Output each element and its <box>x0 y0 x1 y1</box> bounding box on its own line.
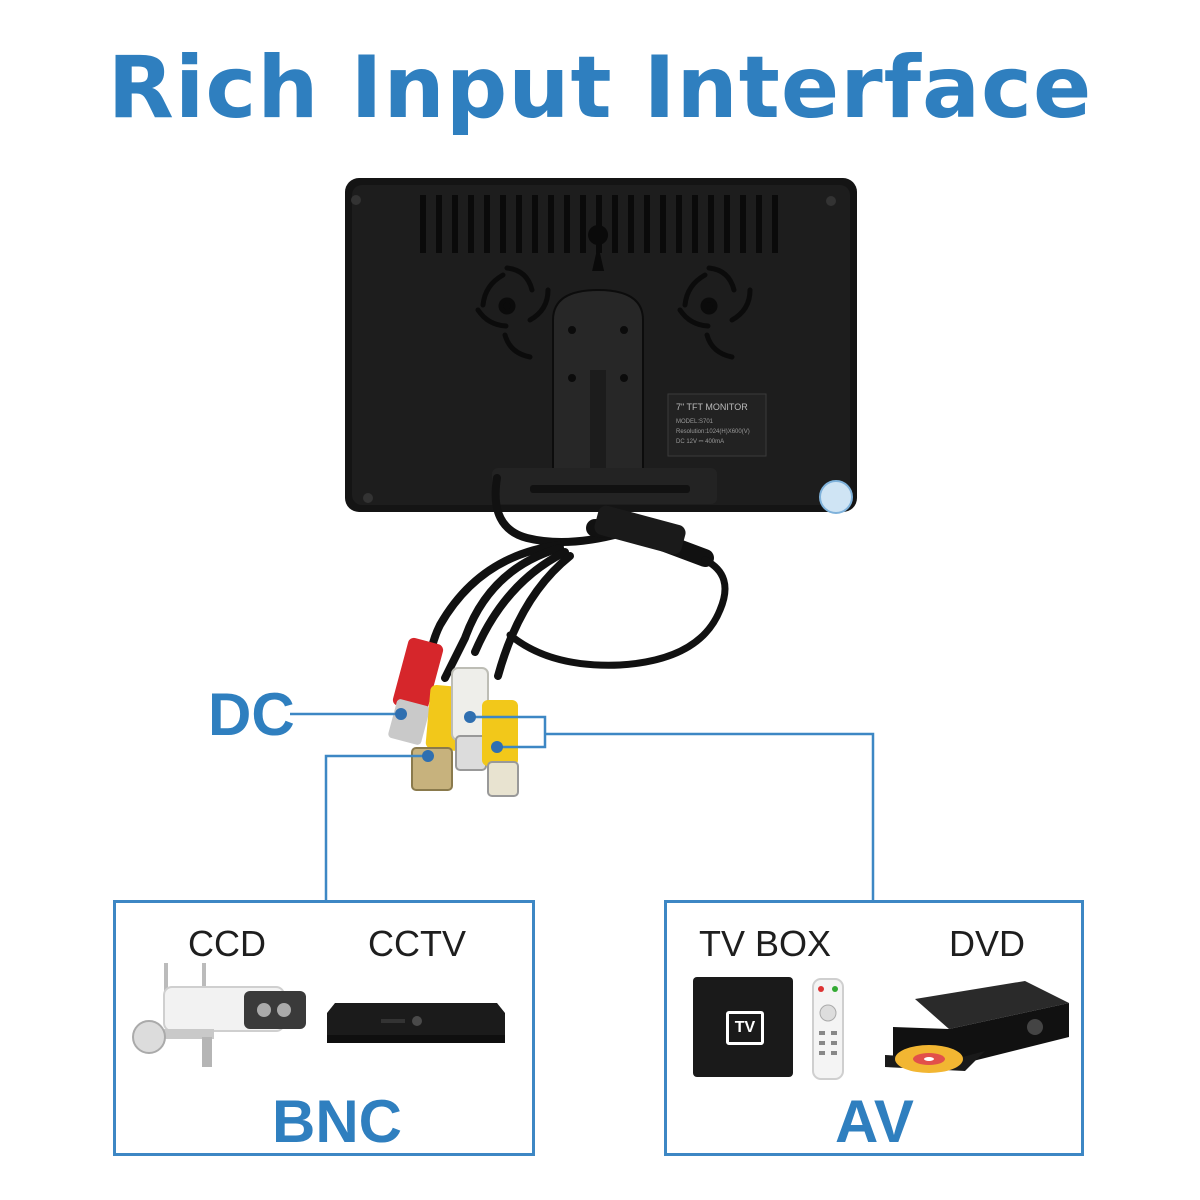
spec-line-3: Resolution:1024(H)X600(V) <box>676 429 750 435</box>
spec-line-2: MODEL:S701 <box>676 419 714 425</box>
av-group-box: TV BOX DVD TV AV <box>664 900 1084 1156</box>
tv-box-icon: TV <box>693 977 793 1077</box>
cable-junction <box>594 505 686 555</box>
cctv-recorder-icon <box>327 1003 505 1043</box>
speaker-left-icon <box>475 265 551 360</box>
dvd-player-icon <box>885 981 1069 1073</box>
ccd-camera-icon <box>132 963 306 1067</box>
speaker-right-icon <box>677 265 753 360</box>
bnc-label: BNC <box>272 1088 402 1155</box>
page-title: Rich Input Interface <box>107 38 1093 138</box>
device-label-dvd: DVD <box>949 923 1026 964</box>
bnc-group-box: CCD CCTV BNC <box>113 900 535 1156</box>
device-label-ccd: CCD <box>188 923 266 964</box>
tv-logo: TV <box>726 1011 764 1045</box>
keyhole-icon <box>588 225 609 271</box>
spec-line-4: DC 12V ⎓ 400mA <box>676 439 724 445</box>
device-label-tv-box: TV BOX <box>699 923 832 964</box>
monitor-stand <box>492 288 717 504</box>
dc-label: DC <box>208 681 295 748</box>
monitor-back: 7" TFT MONITOR MODEL:S701 Resolution:102… <box>345 178 857 514</box>
spec-line-1: 7" TFT MONITOR <box>676 402 748 412</box>
spec-label: 7" TFT MONITOR MODEL:S701 Resolution:102… <box>667 393 767 457</box>
rca-white-plug <box>451 667 489 771</box>
qc-sticker <box>819 480 853 514</box>
vent-slots <box>420 195 778 253</box>
av-label: AV <box>835 1088 914 1155</box>
device-label-cctv: CCTV <box>368 923 466 964</box>
connector-lines <box>290 708 875 900</box>
remote-control-icon <box>812 978 844 1080</box>
